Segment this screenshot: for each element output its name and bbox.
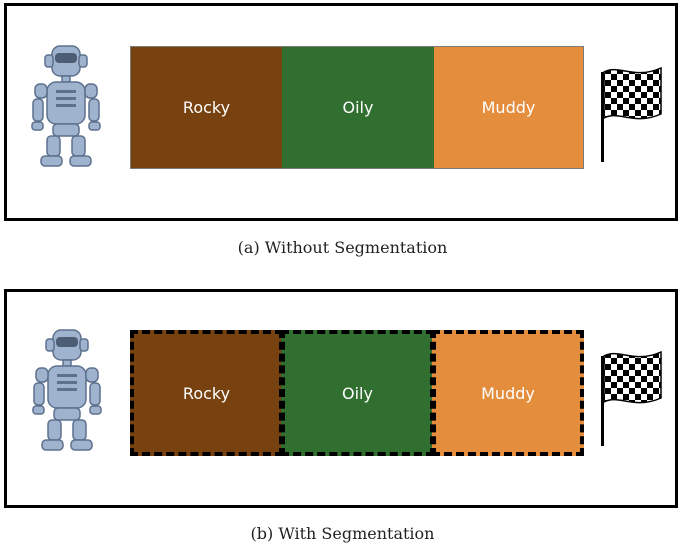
segment-label: Oily [342, 98, 374, 117]
panel-with-segmentation: Rocky Oily Muddy [4, 289, 678, 508]
panel-without-segmentation: Rocky Oily Muddy [4, 3, 678, 221]
robot-icon [32, 329, 102, 451]
checkered-flag-icon [601, 350, 662, 446]
segment-label: Muddy [481, 98, 536, 117]
caption-b: (b) With Segmentation [250, 524, 435, 543]
robot-icon [31, 45, 101, 167]
segment-rocky: Rocky [131, 47, 282, 168]
segmented-terrain-strip: Rocky Oily Muddy [130, 330, 584, 456]
segment-rocky: Rocky [130, 330, 283, 456]
segment-label: Rocky [182, 98, 231, 117]
segment-label: Oily [342, 383, 373, 403]
segment-label: Rocky [182, 383, 231, 403]
checkered-flag-icon [601, 66, 662, 162]
segment-oily: Oily [282, 47, 434, 168]
caption-a: (a) Without Segmentation [237, 238, 448, 257]
segment-label: Muddy [481, 383, 535, 403]
segment-muddy: Muddy [434, 47, 583, 168]
segment-muddy: Muddy [432, 330, 584, 456]
terrain-strip: Rocky Oily Muddy [130, 46, 584, 169]
segment-oily: Oily [281, 330, 434, 456]
